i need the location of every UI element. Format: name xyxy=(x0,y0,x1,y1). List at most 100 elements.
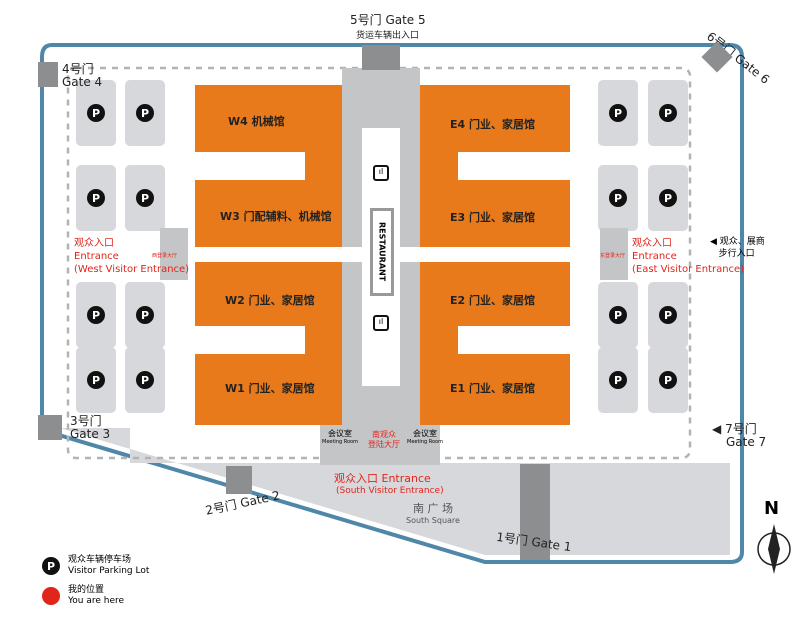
gate-5-label[interactable]: 5号门 Gate 5 xyxy=(350,13,426,27)
south-lobby-label-line2: 登陆大厅 xyxy=(368,440,400,449)
restaurant-label: RESTAURANT xyxy=(377,222,387,282)
hall-e1[interactable]: E1 门业、家居馆 xyxy=(450,382,535,395)
south-entrance-label[interactable]: 观众入口 Entrance xyxy=(334,472,431,485)
west-entrance-en: Entrance xyxy=(74,251,119,262)
south-lobby xyxy=(320,425,440,465)
parking-lot: P xyxy=(598,282,638,348)
north-label: N xyxy=(764,498,780,519)
east-walk-entrance[interactable]: ◀ 观众、展商 步行入口 xyxy=(710,236,765,260)
east-walk-line2: 步行入口 xyxy=(718,249,755,259)
west-entrance-cn: 观众入口 xyxy=(74,238,114,249)
parking-icon: P xyxy=(659,104,677,122)
south-entrance-sub: (South Visitor Entrance) xyxy=(336,486,444,496)
hall-gap xyxy=(195,152,305,180)
parking-icon: P xyxy=(136,189,154,207)
east-corridor xyxy=(400,247,605,262)
you-are-here-icon xyxy=(42,587,60,605)
parking-icon: P xyxy=(42,557,60,575)
hall-e2[interactable]: E2 门业、家居馆 xyxy=(450,294,535,307)
parking-icon: P xyxy=(659,371,677,389)
legend-here-cn: 我的位置 xyxy=(68,585,105,595)
parking-lot: P xyxy=(598,347,638,413)
gate-3-marker xyxy=(38,415,62,440)
parking-icon: P xyxy=(659,306,677,324)
east-walk-line1: 观众、展商 xyxy=(719,237,765,247)
parking-lot: P xyxy=(648,165,688,231)
gate-5-sub: 货运车辆出入口 xyxy=(356,31,420,41)
meeting-room-label-en: Meeting Room xyxy=(407,439,443,445)
dining-icon: ıl xyxy=(373,165,389,181)
restaurant: RESTAURANT xyxy=(370,208,394,296)
parking-icon: P xyxy=(87,306,105,324)
parking-icon: P xyxy=(136,306,154,324)
hall-w2[interactable]: W2 门业、家居馆 xyxy=(225,294,315,307)
west-entrance-sub: (West Visitor Entrance) xyxy=(74,264,190,275)
legend-here-en: You are here xyxy=(68,596,125,606)
west-lobby-label: 西登录大厅 xyxy=(152,253,178,259)
gate-7-cn: 7号门 xyxy=(725,422,757,436)
south-square-cn: 南 广 场 xyxy=(412,502,453,515)
west-entrance[interactable]: 观众入口 Entrance (West Visitor Entrance) xyxy=(74,237,189,276)
hall-w3[interactable]: W3 门配辅料、机械馆 xyxy=(220,210,332,223)
parking-icon: P xyxy=(609,104,627,122)
gate-1-road xyxy=(520,464,550,560)
south-square-area xyxy=(60,428,730,555)
parking-lot: P xyxy=(648,80,688,146)
hall-w4[interactable]: W4 机械馆 xyxy=(228,115,285,128)
west-lobby xyxy=(160,228,188,280)
parking-lot: P xyxy=(76,165,116,231)
parking-icon: P xyxy=(136,104,154,122)
hall-e3[interactable]: E3 门业、家居馆 xyxy=(450,211,535,224)
parking-icon: P xyxy=(659,189,677,207)
gate-2-marker xyxy=(226,466,252,494)
east-entrance-sub: (East Visitor Entrance) xyxy=(632,264,745,275)
parking-icon: P xyxy=(87,189,105,207)
west-corridor xyxy=(160,247,362,262)
meeting-room-label: 会议室 xyxy=(413,429,437,438)
parking-icon: P xyxy=(136,371,154,389)
gate5-entrance xyxy=(362,45,400,70)
hall-e4[interactable]: E4 门业、家居馆 xyxy=(450,118,535,131)
parking-icon: P xyxy=(609,189,627,207)
hall-gap xyxy=(458,152,570,180)
legend-parking-cn: 观众车辆停车场 xyxy=(68,555,132,565)
meeting-room-label-en: Meeting Room xyxy=(322,439,358,445)
east-lobby-label: 东登录大厅 xyxy=(600,253,626,259)
gate-4-cn: 4号门 xyxy=(62,62,94,76)
parking-lot: P xyxy=(125,165,165,231)
east-entrance[interactable]: 观众入口 Entrance (East Visitor Entrance) xyxy=(632,237,744,276)
south-lobby-label: 南观众登陆大厅 xyxy=(368,430,400,450)
parking-lot: P xyxy=(125,282,165,348)
parking-lot: P xyxy=(598,80,638,146)
east-lobby xyxy=(600,228,628,280)
legend-parking-en: Visitor Parking Lot xyxy=(68,566,150,576)
parking-lot: P xyxy=(76,347,116,413)
gate-3-en: Gate 3 xyxy=(70,427,111,441)
triangle-left-icon: ◀ xyxy=(710,237,717,247)
east-entrance-cn: 观众入口 xyxy=(632,238,672,249)
south-lobby-label-line1: 南观众 xyxy=(372,430,396,439)
parking-lot: P xyxy=(125,80,165,146)
parking-lot: P xyxy=(648,282,688,348)
gate-3-cn: 3号门 xyxy=(70,414,102,428)
gate-7-en: Gate 7 xyxy=(726,435,767,449)
parking-icon: P xyxy=(87,104,105,122)
triangle-left-icon: ◀ xyxy=(712,422,722,436)
hall-w1[interactable]: W1 门业、家居馆 xyxy=(225,382,315,395)
parking-icon: P xyxy=(87,371,105,389)
meeting-room-label: 会议室 xyxy=(328,429,352,438)
parking-lot: P xyxy=(648,347,688,413)
parking-lot: P xyxy=(598,165,638,231)
parking-lot: P xyxy=(76,282,116,348)
gate-4-marker xyxy=(38,62,58,87)
parking-lot: P xyxy=(125,347,165,413)
